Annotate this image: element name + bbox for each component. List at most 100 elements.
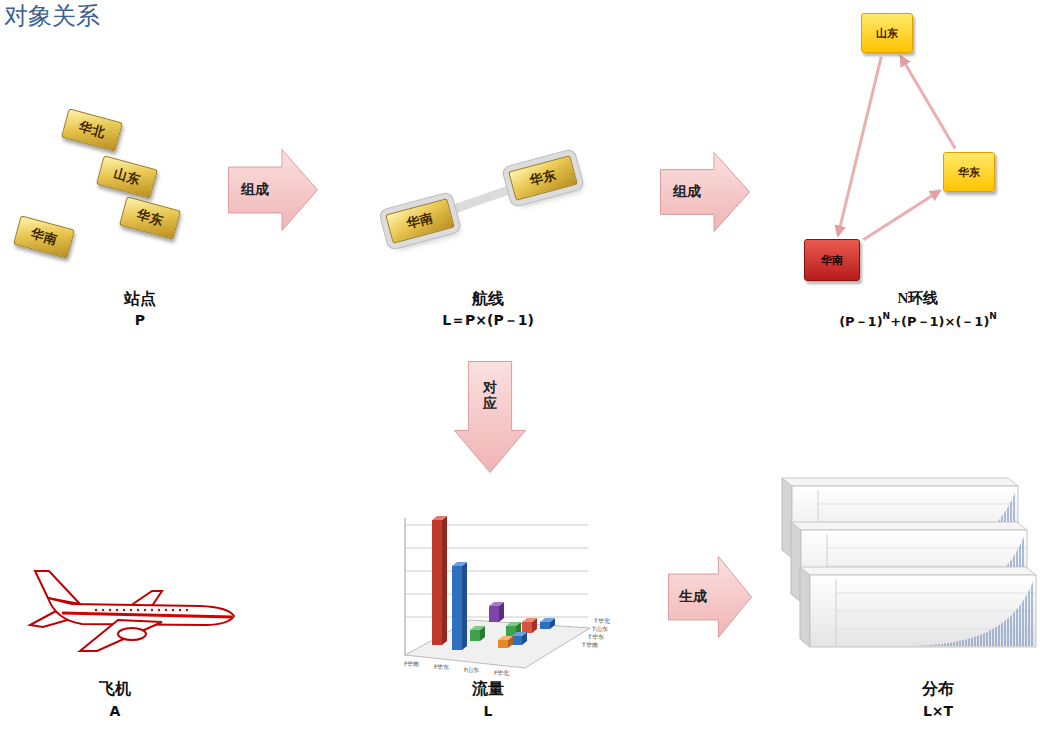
- illustration-part: [442, 516, 447, 645]
- arrow-body: 生成: [668, 574, 718, 620]
- illustration-part: [158, 609, 160, 611]
- symbol: L: [484, 703, 493, 719]
- station-tile: 华南: [13, 215, 75, 258]
- axis-label: F华南: [404, 660, 419, 669]
- block-arrow: 组成: [228, 149, 318, 231]
- illustration-part: [827, 548, 1027, 549]
- illustration-part: [489, 606, 499, 622]
- illustration-part: [506, 622, 521, 626]
- ring-arrow: [901, 56, 955, 148]
- node-text: 华北: [77, 118, 107, 142]
- illustration-part: [791, 522, 1027, 530]
- axis-label: T华南: [582, 641, 598, 650]
- arrow-body: 组成: [660, 170, 714, 215]
- illustration-part: [35, 571, 80, 604]
- station-tile: 华北: [61, 108, 123, 151]
- group-name: 航线: [472, 289, 504, 310]
- illustration-part: [512, 632, 527, 636]
- illustration-part: [116, 609, 118, 611]
- group-name: N环线: [898, 289, 939, 308]
- arrow-outline: [455, 362, 526, 473]
- node-text: 生成: [679, 588, 707, 606]
- group-name: 流量: [472, 679, 504, 700]
- illustration-part: [836, 611, 1036, 612]
- illustration-part: [432, 516, 447, 520]
- axis-label: F华东: [434, 663, 449, 672]
- illustration-part: [800, 567, 1036, 647]
- illustration-part: [470, 630, 480, 641]
- illustration-part: [452, 566, 462, 650]
- illustration-part: [522, 618, 537, 622]
- formula: L＝P×(P－1): [442, 312, 534, 330]
- group-name: 飞机: [99, 679, 131, 700]
- illustration-part: [800, 567, 1036, 575]
- node-text: 华东: [528, 166, 558, 190]
- symbol: P: [135, 312, 145, 328]
- illustration-part: [470, 626, 485, 630]
- illustration-part: [179, 609, 181, 611]
- route-tile: 华南: [385, 198, 455, 244]
- page-title: 对象关系: [4, 0, 100, 32]
- axis-label: F山东: [464, 666, 479, 675]
- block-arrow: 生成: [668, 556, 752, 638]
- illustration-part: [791, 522, 801, 602]
- node-text: 华南: [821, 253, 843, 268]
- arrow-shape: [454, 361, 526, 473]
- route-tile: 华东: [508, 155, 578, 201]
- bars: [432, 516, 555, 650]
- airplane: [30, 571, 234, 651]
- illustration-part: [172, 609, 174, 611]
- illustration-part: [144, 609, 146, 611]
- ring-node: 华南: [804, 239, 860, 281]
- route-link: [455, 190, 508, 209]
- formula-part: (P－1): [839, 313, 882, 331]
- illustration-part: [540, 618, 555, 622]
- illustration-part: [462, 562, 467, 650]
- illustration-part: [512, 636, 522, 645]
- node-text: 对应: [483, 380, 497, 411]
- illustration-part: [827, 566, 1027, 567]
- arrow-outline: [669, 557, 752, 638]
- illustration-part: [62, 613, 232, 617]
- node-text: 山东: [876, 26, 898, 41]
- group-name: 站点: [124, 289, 156, 310]
- axis-label: F华北: [494, 669, 509, 678]
- node-text: 华东: [958, 165, 980, 180]
- illustration-part: [130, 609, 132, 611]
- illustration-part: [80, 620, 162, 651]
- arrow-body: 对应: [468, 361, 511, 430]
- illustration-part: [130, 591, 162, 606]
- illustration-part: [405, 518, 406, 656]
- formula: (P－1)N+(P－1)×(－1)N: [839, 313, 997, 331]
- illustration-part: [836, 579, 837, 646]
- node-text: 组成: [241, 181, 269, 199]
- illustration-part: [102, 609, 104, 611]
- symbol: L×T: [923, 703, 953, 719]
- arrow-outline: [229, 150, 318, 231]
- illustration-part: [782, 478, 1018, 486]
- illustration-part: [818, 504, 1018, 505]
- formula-part: +(P－1)×(－1): [890, 313, 989, 331]
- axis-label: T华东: [588, 633, 604, 642]
- illustration-part: [118, 628, 146, 640]
- station-tile: 山东: [96, 155, 158, 198]
- ring-node: 山东: [861, 13, 913, 53]
- illustration-part: [109, 609, 111, 611]
- illustration-part: [165, 609, 167, 611]
- illustration-part: [123, 609, 125, 611]
- illustration-part: [432, 520, 442, 645]
- node-text: 山东: [112, 165, 142, 189]
- group-name: 分布: [922, 679, 954, 700]
- block-arrow: 组成: [660, 152, 750, 232]
- station-tile: 华东: [119, 196, 181, 239]
- node-text: 华南: [405, 209, 435, 233]
- axis-label: T华北: [594, 617, 610, 626]
- illustration-part: [186, 609, 188, 611]
- ring-arrow: [863, 191, 939, 240]
- arrow-outline: [661, 153, 750, 232]
- distribution-charts: [782, 478, 1036, 647]
- exponent: N: [989, 311, 997, 321]
- arrow-body: 组成: [228, 167, 282, 213]
